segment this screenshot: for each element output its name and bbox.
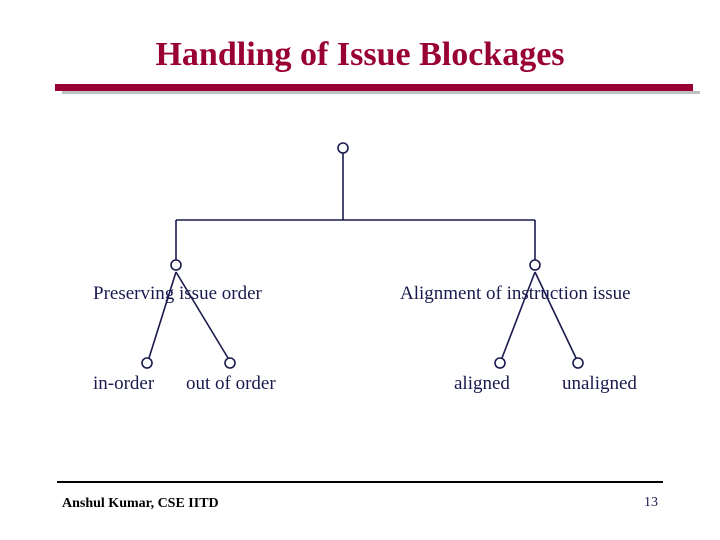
page-title: Handling of Issue Blockages — [155, 36, 565, 73]
footer-author: Anshul Kumar, CSE IITD — [62, 496, 219, 511]
tree-diagram: Preserving issue order Alignment of inst… — [0, 120, 720, 440]
node-label-aligned: aligned — [454, 373, 510, 394]
title-rule — [55, 84, 693, 91]
node-label-unaligned: unaligned — [562, 373, 637, 394]
tree-connectors — [141, 142, 584, 369]
title-rule-shadow — [62, 91, 700, 94]
page-number: 13 — [644, 495, 658, 510]
node-label-alignment: Alignment of instruction issue — [400, 283, 631, 304]
node-label-preserving: Preserving issue order — [93, 283, 262, 304]
node-label-out-of-order: out of order — [186, 373, 276, 394]
footer-rule — [57, 481, 663, 483]
node-label-in-order: in-order — [93, 373, 155, 394]
